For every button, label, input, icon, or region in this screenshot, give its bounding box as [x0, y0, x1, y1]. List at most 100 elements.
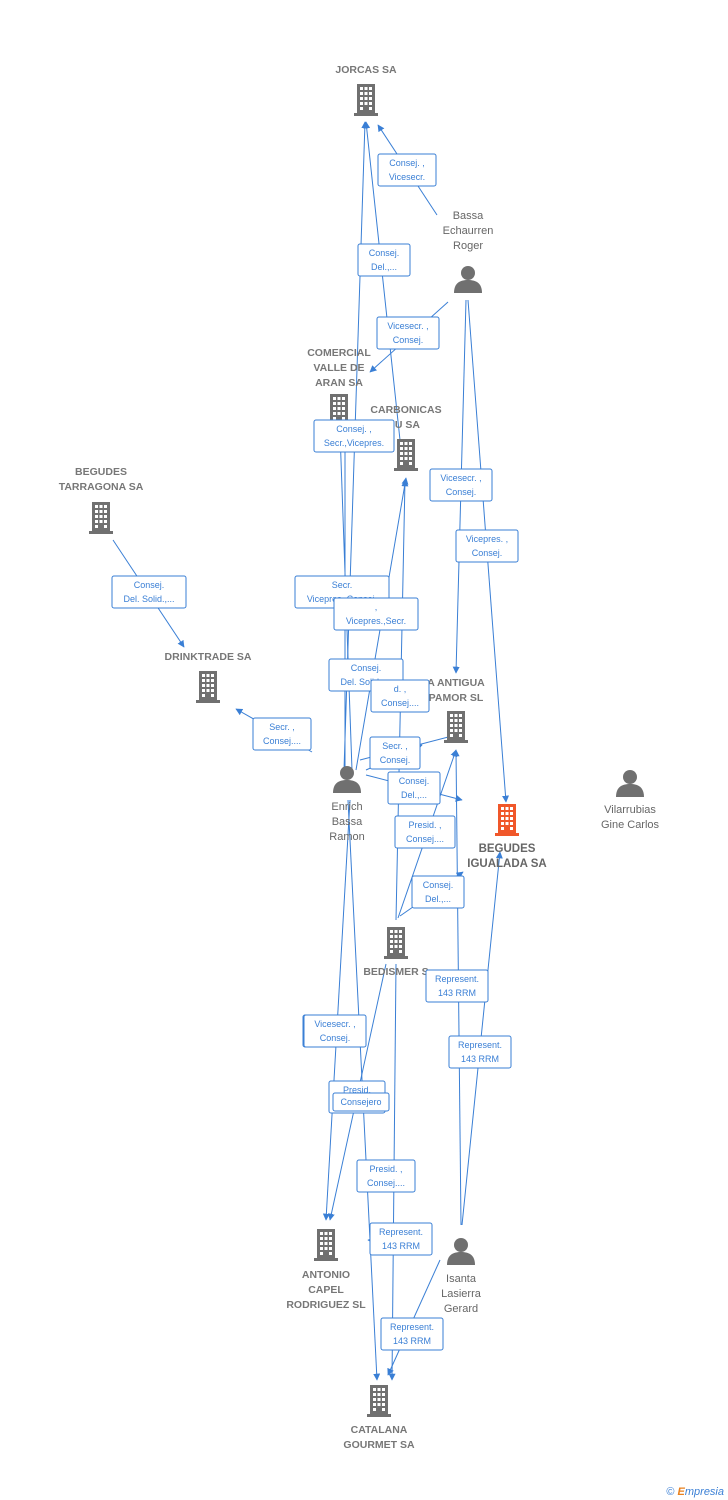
edge-label-text: Consej.: [446, 487, 477, 497]
edge-label-box: [380, 1317, 444, 1351]
node-label: BEDISMER S: [363, 966, 428, 978]
node-label: CARBONICAS: [370, 404, 441, 416]
node-label: A ANTIGUA: [427, 677, 485, 689]
edge-label-text: 143 RRM: [438, 988, 476, 998]
node-label: Gerard: [444, 1303, 478, 1315]
edge-label-e25[interactable]: Represent. 143 RRM: [380, 1317, 444, 1351]
edge-label-text: d. ,: [394, 684, 407, 694]
node-label: Isanta: [446, 1273, 477, 1285]
edge-label-e2[interactable]: Consej. Del.,...: [357, 243, 411, 277]
brand-logo[interactable]: Empresia: [677, 1486, 724, 1498]
node-label: PAMOR SL: [429, 692, 484, 704]
node-label: BEGUDES: [75, 466, 127, 478]
edge-label-e11[interactable]: d. ,Consej....: [370, 679, 430, 713]
edge-label-text: Consej.: [369, 248, 400, 258]
node-antigua[interactable]: A ANTIGUA PAMOR SL: [427, 677, 485, 743]
edge-label-text: Represent.: [435, 974, 479, 984]
node-comercial[interactable]: COMERCIAL VALLE DE ARAN SA: [307, 347, 371, 426]
person-icon: [447, 1238, 475, 1265]
edge-label-text: 143 RRM: [393, 1336, 431, 1346]
edge-label-e1[interactable]: Consej. ,Vicesecr.: [377, 153, 437, 187]
edge-label-e18[interactable]: Represent. 143 RRM: [425, 969, 489, 1003]
node-jorcas[interactable]: JORCAS SA: [335, 64, 397, 116]
node-label: BEGUDES: [479, 843, 536, 855]
edge-label-e15[interactable]: Consej.Del.,...: [387, 771, 441, 805]
edge-labels-layer: Consej. ,Vicesecr.Consej.Del.,...Vicesec…: [111, 153, 519, 1351]
edge-label-e4[interactable]: Consej. ,Secr.,Vicepres.: [313, 419, 395, 453]
edge-label-box: [387, 771, 441, 805]
edge-label-text: Consejero: [340, 1097, 381, 1107]
node-label: DRINKTRADE SA: [165, 651, 252, 663]
building-icon: [367, 1385, 391, 1417]
edge-label-e5[interactable]: Vicesecr. , Consej.: [429, 468, 493, 502]
edge-label-text: Represent.: [390, 1322, 434, 1332]
edge-label-box: [303, 1014, 367, 1048]
edge-label-e16[interactable]: Presid. ,Consej....: [394, 815, 456, 849]
edge-label-e13[interactable]: Secr. , Consej.: [369, 736, 421, 770]
node-drinktrade[interactable]: DRINKTRADE SA: [165, 651, 252, 703]
node-label: TARRAGONA SA: [59, 481, 144, 493]
node-label: VALLE DE: [313, 362, 364, 374]
node-label: Gine Carlos: [601, 819, 660, 831]
node-label: ARAN SA: [315, 377, 363, 389]
edge-label-e6[interactable]: Vicepres. ,Consej.: [455, 529, 519, 563]
edge-label-text: Presid. ,: [369, 1164, 402, 1174]
node-label: ANTONIO: [302, 1269, 350, 1281]
edge-label-text: Consej.: [380, 755, 411, 765]
edge-label-text: Secr.: [332, 580, 353, 590]
node-label: CATALANA: [351, 1424, 408, 1436]
edge-label-e24[interactable]: Represent.143 RRM: [369, 1222, 433, 1256]
node-bedismer[interactable]: BEDISMER S: [363, 927, 429, 978]
edge-label-e19[interactable]: Represent.143 RRM: [448, 1035, 512, 1069]
node-label: Roger: [453, 240, 483, 252]
edge-label-text: Vicesecr. ,: [440, 473, 481, 483]
footer-credit: © Empresia: [666, 1486, 724, 1498]
edge-label-box: [411, 875, 465, 909]
edge-label-box: [370, 679, 430, 713]
edge-label-text: Presid. ,: [408, 820, 441, 830]
node-tarragona[interactable]: BEGUDES TARRAGONA SA: [59, 466, 144, 534]
edge-label-text: Vicesecr. ,: [387, 321, 428, 331]
edge-label-text: Del.,...: [371, 262, 397, 272]
edge-label-box: [425, 969, 489, 1003]
edge-label-text: Consej. ,: [336, 424, 372, 434]
edge-label-e9[interactable]: ,Vicepres.,Secr.: [333, 597, 419, 631]
edge-label-e3[interactable]: Vicesecr. ,Consej.: [376, 316, 440, 350]
person-icon: [454, 266, 482, 293]
edge-label-text: Secr. ,: [382, 741, 408, 751]
edge-label-box: [429, 468, 493, 502]
building-icon: [495, 804, 519, 836]
edges-layer: [112, 121, 510, 1381]
edge-label-e23[interactable]: Presid. ,Consej....: [356, 1159, 416, 1193]
edge-label-e22[interactable]: Consejero: [332, 1092, 390, 1112]
edge-label-e17[interactable]: Consej.Del.,...: [411, 875, 465, 909]
node-label: Ramon: [329, 831, 364, 843]
edge-label-e12[interactable]: Secr. ,Consej....: [252, 717, 312, 751]
edge-label-box: [455, 529, 519, 563]
building-icon: [384, 927, 408, 959]
edge-label-text: Del.,...: [401, 790, 427, 800]
edge-line-e14: [322, 799, 351, 1221]
edge-label-text: Consej.: [351, 663, 382, 673]
person-icon: [616, 770, 644, 797]
edge-label-text: Consej.: [134, 580, 165, 590]
node-label: RODRIGUEZ SL: [286, 1299, 366, 1311]
edge-label-text: 143 RRM: [461, 1054, 499, 1064]
edge-label-box: [448, 1035, 512, 1069]
edge-label-box: [356, 1159, 416, 1193]
edge-label-text: Vicesecr.: [389, 172, 425, 182]
edge-label-box: [313, 419, 395, 453]
node-label: COMERCIAL: [307, 347, 371, 359]
edge-label-e7[interactable]: Consej.Del. Solid.,...: [111, 575, 187, 609]
node-label: Vilarrubias: [604, 804, 656, 816]
edge-label-e20[interactable]: Vicesecr. ,Consej.: [303, 1014, 367, 1048]
